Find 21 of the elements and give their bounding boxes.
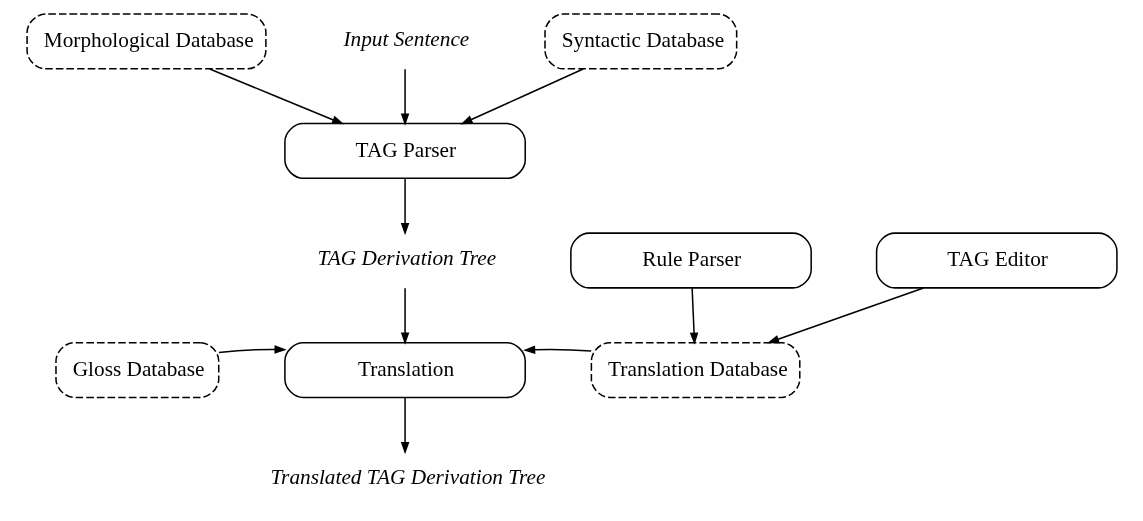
node-box: TAG Editor — [875, 232, 1118, 289]
arrow — [400, 178, 409, 236]
arrow — [208, 68, 344, 125]
arrow — [766, 287, 924, 344]
node-box: TAG Parser — [283, 122, 526, 180]
node-text: Translated TAG Derivation Tree — [269, 464, 545, 489]
arrow — [400, 68, 409, 126]
node-box: Rule Parser — [569, 232, 812, 289]
node-box: Syntactic Database — [543, 13, 737, 70]
node-box: Translation Database — [590, 341, 801, 399]
arrow — [689, 287, 698, 345]
arrow — [400, 287, 409, 345]
arrow — [217, 345, 287, 354]
arrow — [459, 68, 584, 125]
arrow — [522, 345, 592, 354]
arrow — [400, 397, 409, 455]
node-box: Morphological Database — [25, 13, 267, 70]
node-box: Translation — [283, 341, 526, 399]
node-box: Gloss Database — [54, 341, 219, 399]
node-text: Input Sentence — [342, 26, 469, 51]
node-text: TAG Derivation Tree — [317, 245, 496, 270]
